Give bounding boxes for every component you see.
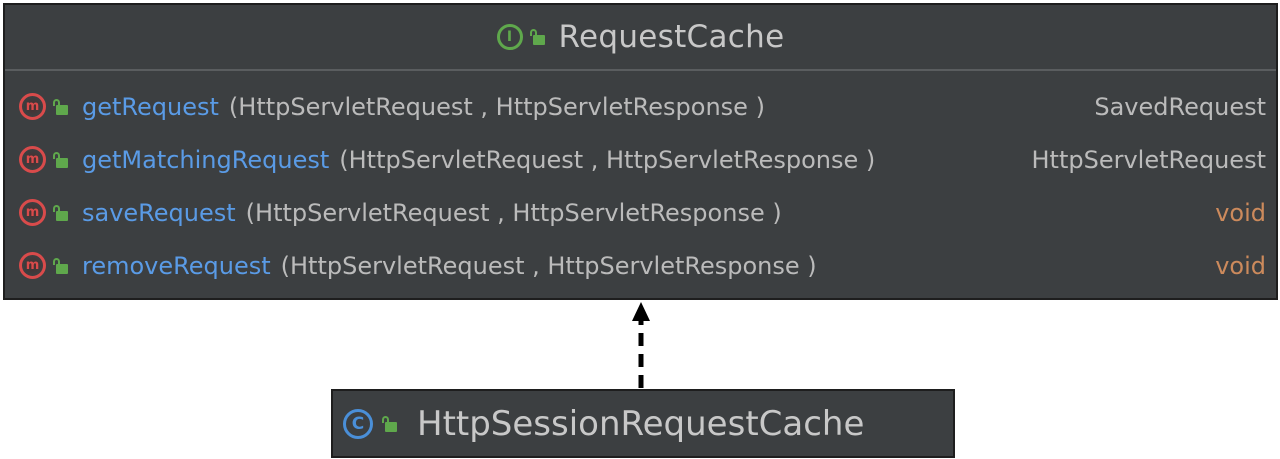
method-name: getMatchingRequest xyxy=(82,145,330,174)
method-name: removeRequest xyxy=(82,251,271,280)
method-name: getRequest xyxy=(82,92,219,121)
class-icon: C xyxy=(343,408,373,439)
method-name: saveRequest xyxy=(82,198,236,227)
method-params: (HttpServletRequest , HttpServletRespons… xyxy=(339,145,876,174)
method-icon: m xyxy=(19,252,46,279)
arrow-head xyxy=(632,302,650,321)
method-return-type: HttpServletRequest xyxy=(1031,145,1266,174)
method-return-type: SavedRequest xyxy=(1094,92,1266,121)
method-row-get-request[interactable]: m getRequest (HttpServletRequest , HttpS… xyxy=(5,80,1276,133)
interface-header: I RequestCache xyxy=(5,5,1276,71)
interface-icon: I xyxy=(496,24,523,50)
public-lock-icon xyxy=(52,204,68,221)
method-return-type: void xyxy=(1215,198,1266,227)
method-return-type: void xyxy=(1215,251,1266,280)
method-row-remove-request[interactable]: m removeRequest (HttpServletRequest , Ht… xyxy=(5,239,1276,292)
public-lock-icon xyxy=(52,151,68,168)
method-icon: m xyxy=(19,199,46,226)
public-lock-icon xyxy=(52,257,68,274)
method-params: (HttpServletRequest , HttpServletRespons… xyxy=(280,251,817,280)
method-params: (HttpServletRequest , HttpServletRespons… xyxy=(228,92,765,121)
method-params: (HttpServletRequest , HttpServletRespons… xyxy=(245,198,782,227)
method-icon: m xyxy=(19,93,46,120)
class-node-http-session-request-cache[interactable]: C HttpSessionRequestCache xyxy=(331,389,955,458)
method-icon: m xyxy=(19,146,46,173)
class-title: HttpSessionRequestCache xyxy=(417,403,865,444)
public-lock-icon xyxy=(52,98,68,115)
interface-title: RequestCache xyxy=(558,19,785,55)
interface-node-request-cache[interactable]: I RequestCache m getRequest (HttpServlet… xyxy=(3,3,1278,300)
public-lock-icon xyxy=(381,415,397,432)
method-row-save-request[interactable]: m saveRequest (HttpServletRequest , Http… xyxy=(5,186,1276,239)
method-list: m getRequest (HttpServletRequest , HttpS… xyxy=(5,71,1276,292)
public-lock-icon xyxy=(529,29,545,45)
method-row-get-matching-request[interactable]: m getMatchingRequest (HttpServletRequest… xyxy=(5,133,1276,186)
